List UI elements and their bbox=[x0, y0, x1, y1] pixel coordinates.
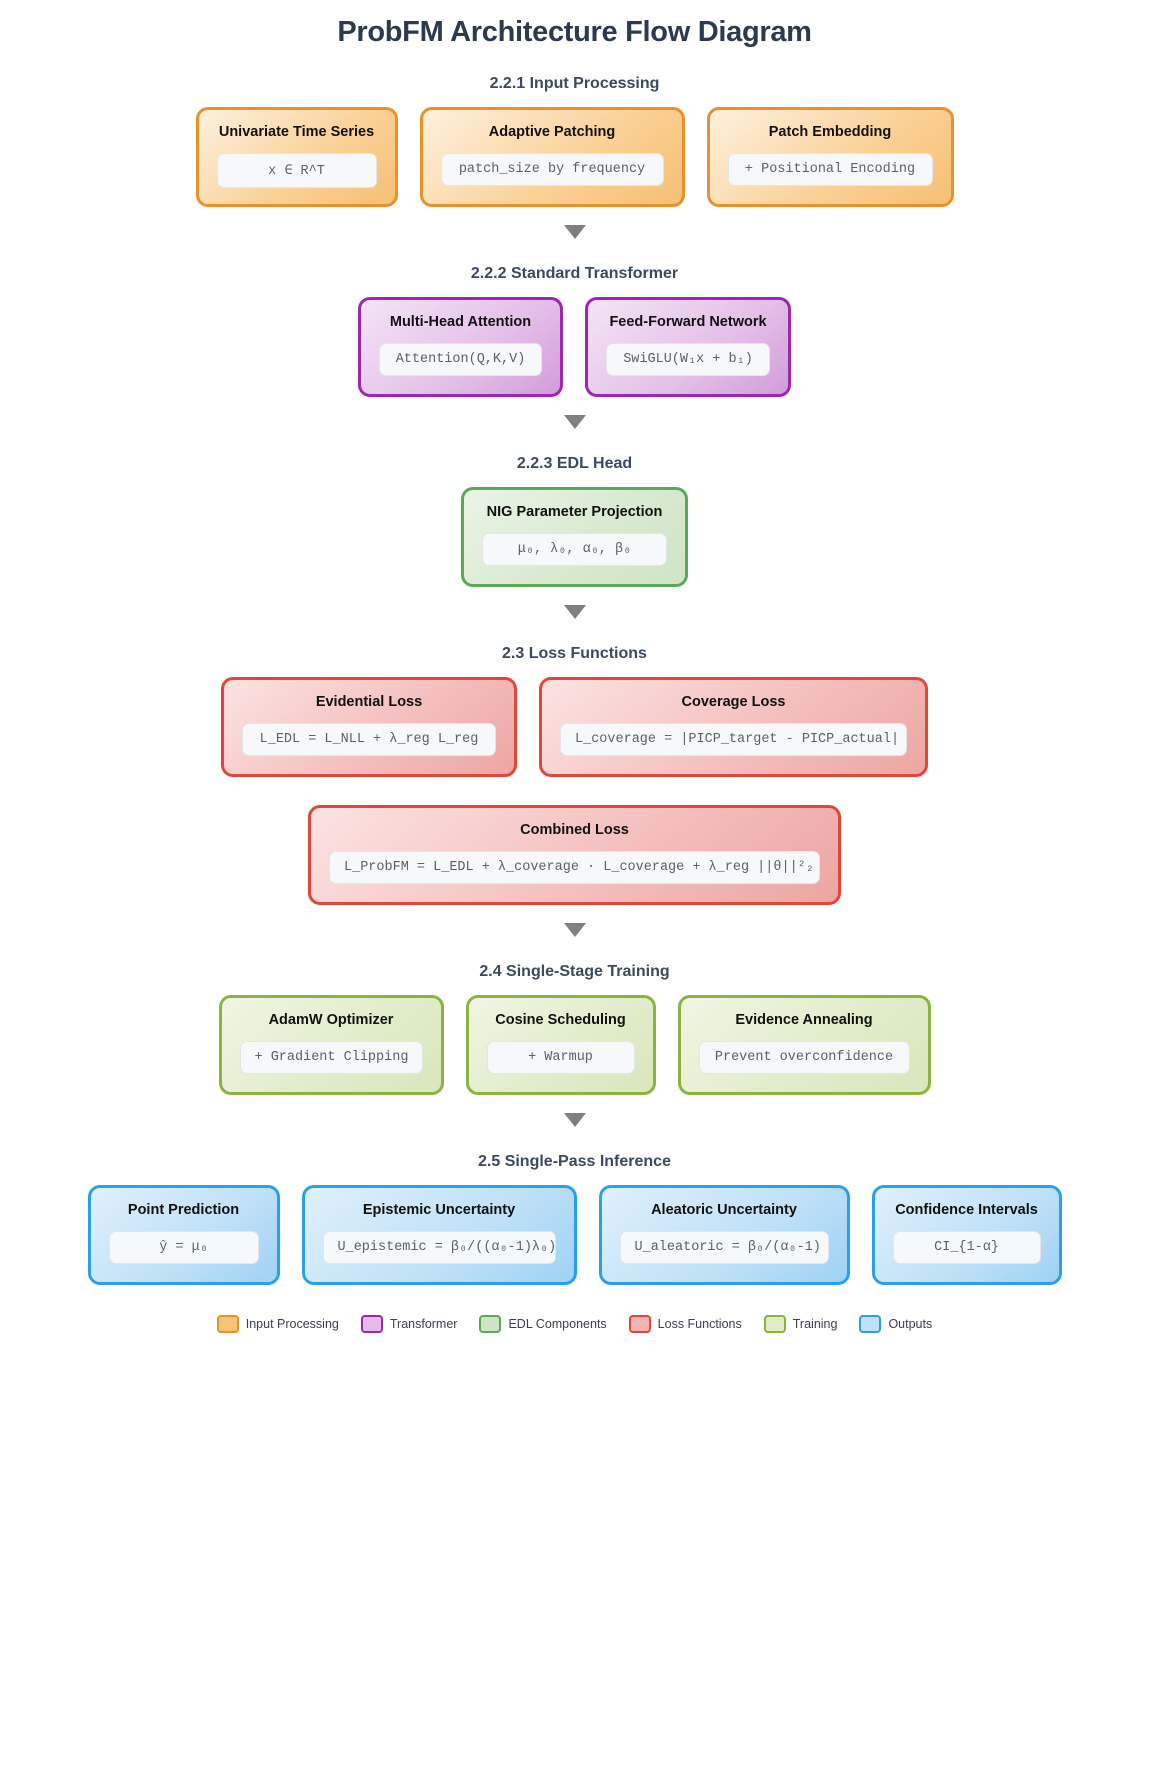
node-title: Epistemic Uncertainty bbox=[362, 1202, 516, 1218]
legend-swatch-icon bbox=[216, 1315, 239, 1333]
flow-arrow-3 bbox=[0, 605, 1149, 619]
node-title: Univariate Time Series bbox=[218, 124, 375, 140]
node-title: Patch Embedding bbox=[768, 124, 892, 140]
node-title: Adaptive Patching bbox=[488, 124, 616, 140]
node-title: Cosine Scheduling bbox=[495, 1012, 626, 1028]
node-adamw-optimizer[interactable]: AdamW Optimizer + Gradient Clipping bbox=[218, 995, 444, 1095]
triangle-down-icon bbox=[563, 1113, 586, 1127]
node-code: ŷ = μ₀ bbox=[108, 1231, 259, 1264]
node-row-single-stage-training: AdamW Optimizer + Gradient Clipping Cosi… bbox=[0, 995, 1149, 1095]
section-standard-transformer: 2.2.2 Standard Transformer Multi-Head At… bbox=[0, 265, 1149, 397]
node-code: L_coverage = |PICP_target - PICP_actual| bbox=[560, 723, 907, 756]
node-aleatoric-uncertainty[interactable]: Aleatoric Uncertainty U_aleatoric = β₀/(… bbox=[598, 1185, 850, 1285]
legend-swatch-icon bbox=[479, 1315, 502, 1333]
legend-item-edl-components: EDL Components bbox=[479, 1315, 607, 1333]
node-multi-head-attention[interactable]: Multi-Head Attention Attention(Q,K,V) bbox=[358, 297, 563, 397]
flow-arrow-4 bbox=[0, 923, 1149, 937]
section-heading-single-stage-training: 2.4 Single-Stage Training bbox=[479, 963, 670, 980]
node-feed-forward-network[interactable]: Feed-Forward Network SwiGLU(W₁x + b₁) bbox=[585, 297, 791, 397]
node-nig-parameter-projection[interactable]: NIG Parameter Projection μ₀, λ₀, α₀, β₀ bbox=[461, 487, 688, 587]
node-title: Point Prediction bbox=[127, 1202, 240, 1218]
section-heading-standard-transformer: 2.2.2 Standard Transformer bbox=[470, 265, 679, 282]
section-single-pass-inference: 2.5 Single-Pass Inference Point Predicti… bbox=[0, 1153, 1149, 1285]
node-title: Feed-Forward Network bbox=[609, 314, 767, 330]
legend-swatch-icon bbox=[763, 1315, 786, 1333]
node-title: Aleatoric Uncertainty bbox=[651, 1202, 797, 1218]
node-epistemic-uncertainty[interactable]: Epistemic Uncertainty U_epistemic = β₀/(… bbox=[301, 1185, 577, 1285]
section-heading-single-pass-inference: 2.5 Single-Pass Inference bbox=[478, 1153, 671, 1170]
node-code: U_aleatoric = β₀/(α₀-1) bbox=[619, 1231, 829, 1264]
flow-arrow-1 bbox=[0, 225, 1149, 239]
node-code: Attention(Q,K,V) bbox=[379, 343, 542, 376]
legend-swatch-icon bbox=[360, 1315, 383, 1333]
legend-label: Outputs bbox=[888, 1317, 933, 1331]
node-confidence-intervals[interactable]: Confidence Intervals CI_{1-α} bbox=[871, 1185, 1062, 1285]
node-code: U_epistemic = β₀/((α₀-1)λ₀) bbox=[322, 1231, 556, 1264]
node-code: L_EDL = L_NLL + λ_reg L_reg bbox=[242, 723, 496, 756]
node-row-single-pass-inference: Point Prediction ŷ = μ₀ Epistemic Uncert… bbox=[0, 1185, 1149, 1285]
node-row-input-processing: Univariate Time Series x ∈ R^T Adaptive … bbox=[0, 107, 1149, 207]
node-evidential-loss[interactable]: Evidential Loss L_EDL = L_NLL + λ_reg L_… bbox=[221, 677, 517, 777]
section-heading-edl-head: 2.2.3 EDL Head bbox=[516, 455, 633, 472]
node-code: + Warmup bbox=[486, 1041, 635, 1074]
legend-item-input-processing: Input Processing bbox=[216, 1315, 339, 1333]
page-title: ProbFM Architecture Flow Diagram bbox=[337, 16, 812, 48]
node-code: + Positional Encoding bbox=[727, 153, 933, 186]
node-adaptive-patching[interactable]: Adaptive Patching patch_size by frequenc… bbox=[419, 107, 685, 207]
node-code: Prevent overconfidence bbox=[698, 1041, 910, 1074]
triangle-down-icon bbox=[563, 415, 586, 429]
legend-item-transformer: Transformer bbox=[360, 1315, 458, 1333]
node-title: Evidential Loss bbox=[315, 694, 423, 710]
node-code: + Gradient Clipping bbox=[239, 1041, 423, 1074]
node-title: AdamW Optimizer bbox=[268, 1012, 394, 1028]
flow-arrow-2 bbox=[0, 415, 1149, 429]
node-point-prediction[interactable]: Point Prediction ŷ = μ₀ bbox=[87, 1185, 280, 1285]
node-evidence-annealing[interactable]: Evidence Annealing Prevent overconfidenc… bbox=[677, 995, 931, 1095]
node-code: SwiGLU(W₁x + b₁) bbox=[606, 343, 770, 376]
node-patch-embedding[interactable]: Patch Embedding + Positional Encoding bbox=[706, 107, 954, 207]
node-row-loss-functions: Evidential Loss L_EDL = L_NLL + λ_reg L_… bbox=[0, 677, 1149, 777]
triangle-down-icon bbox=[563, 605, 586, 619]
legend-label: Transformer bbox=[389, 1317, 458, 1331]
section-input-processing: 2.2.1 Input Processing Univariate Time S… bbox=[0, 75, 1149, 207]
node-row-edl-head: NIG Parameter Projection μ₀, λ₀, α₀, β₀ bbox=[0, 487, 1149, 587]
section-heading-input-processing: 2.2.1 Input Processing bbox=[489, 75, 660, 92]
legend-item-outputs: Outputs bbox=[859, 1315, 932, 1333]
triangle-down-icon bbox=[563, 225, 586, 239]
section-single-stage-training: 2.4 Single-Stage Training AdamW Optimize… bbox=[0, 963, 1149, 1095]
node-title: Evidence Annealing bbox=[735, 1012, 873, 1028]
legend-item-loss-functions: Loss Functions bbox=[628, 1315, 742, 1333]
node-row-standard-transformer: Multi-Head Attention Attention(Q,K,V) Fe… bbox=[0, 297, 1149, 397]
node-title: Coverage Loss bbox=[681, 694, 786, 710]
legend-item-training: Training bbox=[763, 1315, 838, 1333]
flow-arrow-5 bbox=[0, 1113, 1149, 1127]
legend-label: Loss Functions bbox=[657, 1317, 742, 1331]
node-code: x ∈ R^T bbox=[216, 153, 377, 188]
node-coverage-loss[interactable]: Coverage Loss L_coverage = |PICP_target … bbox=[539, 677, 928, 777]
node-title: NIG Parameter Projection bbox=[486, 504, 663, 520]
node-title: Combined Loss bbox=[520, 822, 629, 838]
legend-label: EDL Components bbox=[508, 1317, 607, 1331]
section-edl-head: 2.2.3 EDL Head NIG Parameter Projection … bbox=[0, 455, 1149, 587]
legend-swatch-icon bbox=[628, 1315, 651, 1333]
node-code: patch_size by frequency bbox=[440, 153, 664, 186]
node-title: Confidence Intervals bbox=[895, 1202, 1038, 1218]
node-row-loss-functions-2: Combined Loss L_ProbFM = L_EDL + λ_cover… bbox=[0, 805, 1149, 905]
legend-label: Training bbox=[792, 1317, 838, 1331]
node-combined-loss[interactable]: Combined Loss L_ProbFM = L_EDL + λ_cover… bbox=[308, 805, 841, 905]
node-code: L_ProbFM = L_EDL + λ_coverage · L_covera… bbox=[329, 851, 820, 884]
legend-label: Input Processing bbox=[245, 1317, 339, 1331]
node-univariate-time-series[interactable]: Univariate Time Series x ∈ R^T bbox=[195, 107, 398, 207]
node-code: μ₀, λ₀, α₀, β₀ bbox=[482, 533, 667, 566]
triangle-down-icon bbox=[563, 923, 586, 937]
section-loss-functions: 2.3 Loss Functions Evidential Loss L_EDL… bbox=[0, 645, 1149, 905]
legend: Input Processing Transformer EDL Compone… bbox=[0, 1315, 1149, 1333]
node-title: Multi-Head Attention bbox=[389, 314, 532, 330]
node-code: CI_{1-α} bbox=[892, 1231, 1041, 1264]
section-heading-loss-functions: 2.3 Loss Functions bbox=[502, 645, 647, 662]
node-cosine-scheduling[interactable]: Cosine Scheduling + Warmup bbox=[465, 995, 656, 1095]
legend-swatch-icon bbox=[859, 1315, 882, 1333]
